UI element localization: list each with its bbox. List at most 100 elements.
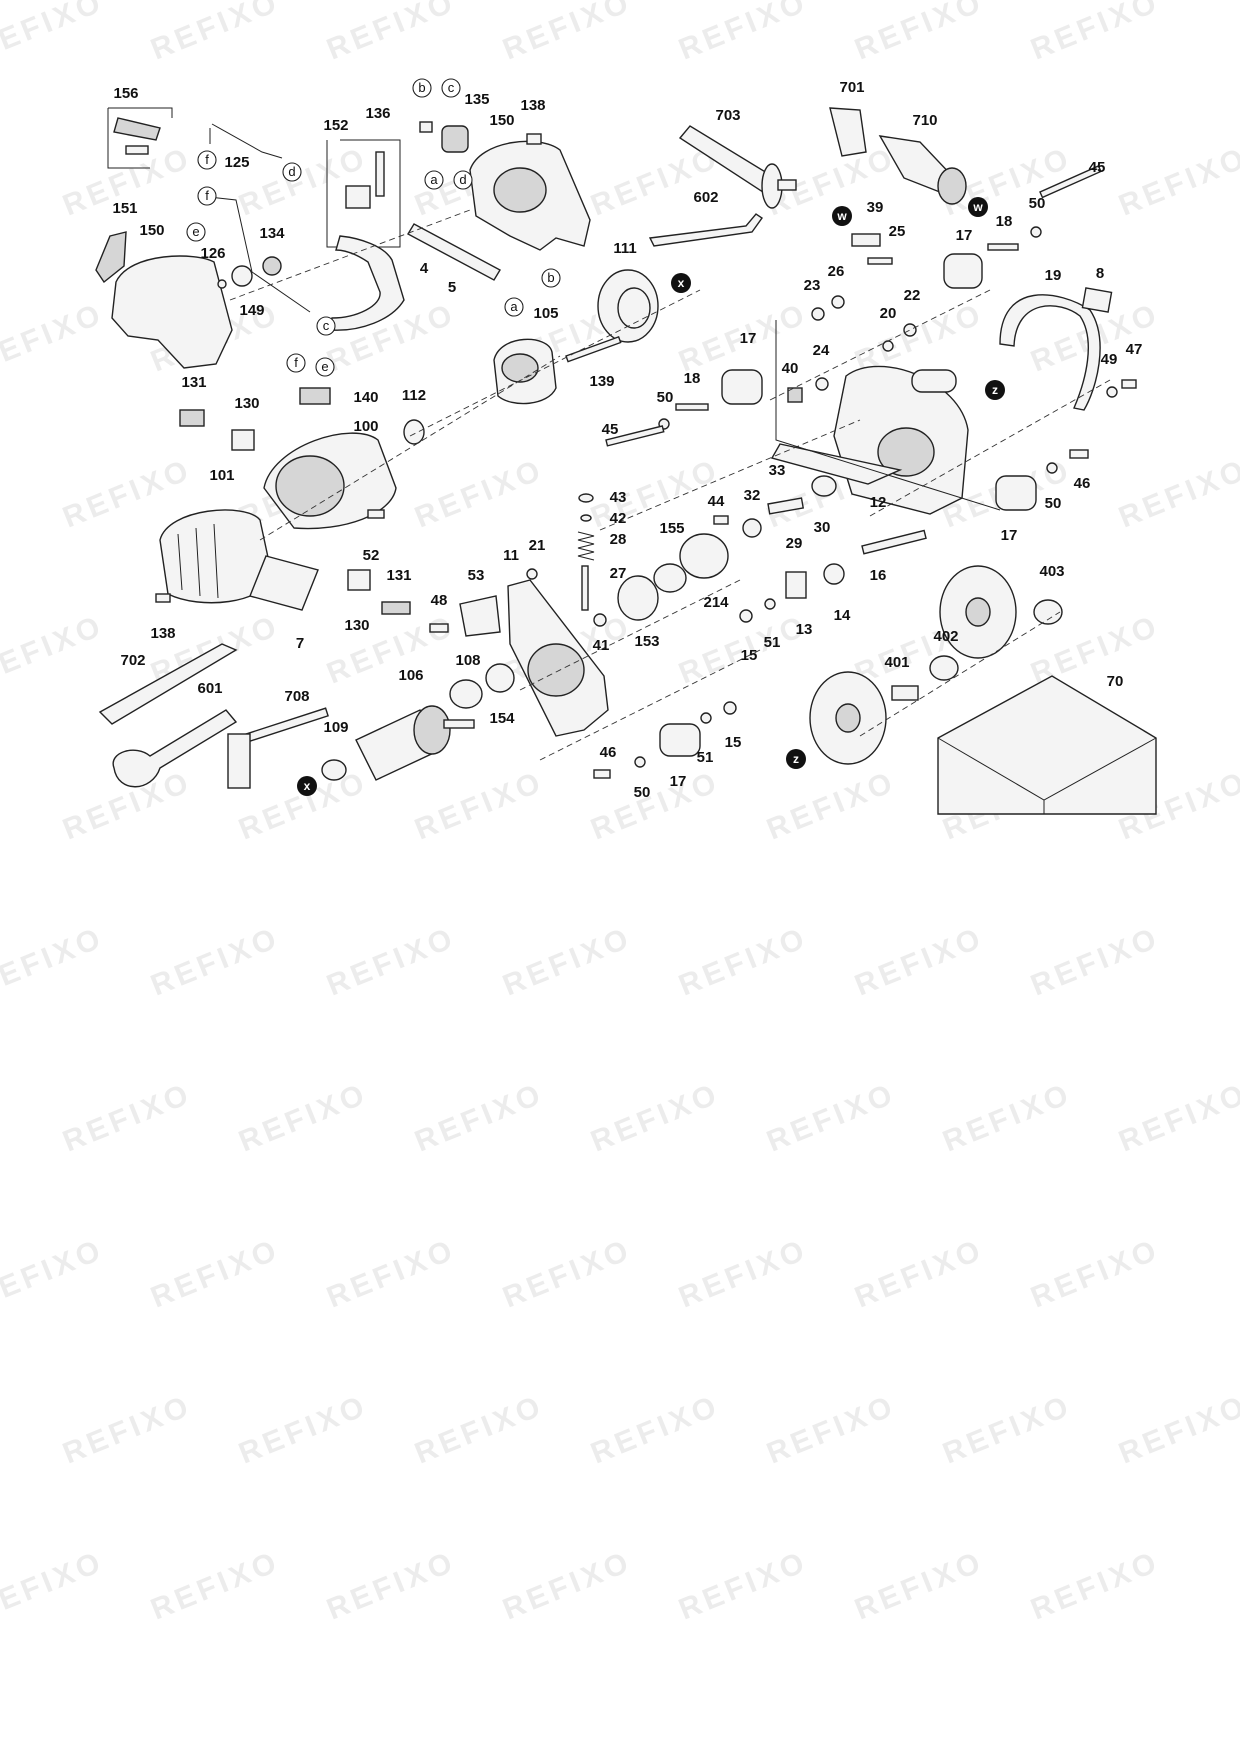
watermark-text: REFIXO [1026, 921, 1164, 1002]
part-number-label: 4 [420, 260, 429, 277]
part-number-label: 39 [867, 199, 884, 216]
watermark-text: REFIXO [586, 1389, 724, 1470]
watermark-text: REFIXO [322, 1233, 460, 1314]
part-number-label: 602 [693, 189, 718, 206]
part-number-label: 130 [234, 395, 259, 412]
part-number-label: 135 [464, 91, 489, 108]
callout-circle [315, 357, 335, 377]
callout-letter: d [459, 172, 466, 187]
part-number-label: 51 [697, 749, 714, 766]
part-number-label: 105 [533, 305, 558, 322]
part-number-label: 155 [659, 520, 684, 537]
watermark-text: REFIXO [762, 1389, 900, 1470]
callout-circle [282, 162, 302, 182]
watermark-text: REFIXO [146, 921, 284, 1002]
part-number-label: 112 [402, 387, 426, 404]
part-number-label: 48 [431, 592, 448, 609]
marker-disc [297, 776, 317, 796]
part-number-label: 41 [593, 637, 610, 654]
part-number-label: 18 [684, 370, 701, 387]
part-number-label: 70 [1107, 673, 1124, 690]
callout-circle [316, 316, 336, 336]
part-number-label: 52 [363, 547, 380, 564]
part-number-label: 5 [448, 279, 456, 296]
callout-letter: f [205, 188, 209, 203]
part-number-label: 13 [796, 621, 813, 638]
letter-callout: f [286, 353, 306, 373]
part-number-label: 154 [489, 710, 515, 727]
letter-callout: f [197, 150, 217, 170]
connector-marker: x [671, 273, 691, 293]
callout-circle [412, 78, 432, 98]
part-number-label: 8 [1096, 265, 1104, 282]
watermark-text: REFIXO [938, 1389, 1076, 1470]
watermark-text: REFIXO [410, 453, 548, 534]
marker-disc [832, 206, 852, 226]
watermark-text: REFIXO [0, 921, 108, 1002]
watermark-text: REFIXO [410, 1077, 548, 1158]
watermark-text: REFIXO [674, 1545, 812, 1626]
callout-letter: c [323, 318, 330, 333]
connector-marker: w [968, 197, 988, 217]
part-number-label: 15 [741, 647, 758, 664]
marker-letter: w [972, 200, 983, 214]
part-number-label: 403 [1039, 563, 1064, 580]
watermark-text: REFIXO [498, 0, 636, 66]
part-number-label: 125 [224, 154, 249, 171]
letter-callout: a [424, 170, 444, 190]
watermark-text: REFIXO [322, 0, 460, 66]
part-number-label: 42 [610, 510, 627, 527]
callout-letter: e [192, 224, 199, 239]
watermark-text: REFIXO [0, 1233, 108, 1314]
part-number-label: 19 [1045, 267, 1062, 284]
letter-callout: c [316, 316, 336, 336]
marker-disc [968, 197, 988, 217]
watermark-text: REFIXO [322, 921, 460, 1002]
part-number-label: 138 [520, 97, 545, 114]
marker-disc [671, 273, 691, 293]
connector-marker: z [985, 380, 1005, 400]
callout-circle [197, 186, 217, 206]
watermark-text: REFIXO [498, 1233, 636, 1314]
watermark-text: REFIXO [850, 921, 988, 1002]
letter-callout: a [504, 297, 524, 317]
callout-letter: b [547, 270, 554, 285]
callout-letter: c [448, 80, 455, 95]
callout-circle [441, 78, 461, 98]
watermark-text: REFIXO [674, 0, 812, 66]
connector-marker: x [297, 776, 317, 796]
part-number-label: 22 [904, 287, 921, 304]
watermark-text: REFIXO [850, 1545, 988, 1626]
marker-letter: x [304, 779, 311, 793]
part-number-label: 17 [956, 227, 973, 244]
watermark-text: REFIXO [1026, 0, 1164, 66]
watermark-text: REFIXO [234, 1077, 372, 1158]
part-number-label: 47 [1126, 341, 1143, 358]
marker-letter: z [992, 383, 998, 397]
letter-callout: b [541, 268, 561, 288]
watermark-text: REFIXO [1114, 1077, 1240, 1158]
watermark-text: REFIXO [410, 1389, 548, 1470]
watermark-text: REFIXO [58, 1077, 196, 1158]
part-number-label: 32 [744, 487, 761, 504]
connector-marker: w [832, 206, 852, 226]
watermark-text: REFIXO [146, 0, 284, 66]
callout-letter: e [321, 359, 328, 374]
watermark-text: REFIXO [1026, 1233, 1164, 1314]
callout-letter: d [288, 164, 295, 179]
callout-letter: b [418, 80, 425, 95]
part-number-label: 708 [284, 688, 309, 705]
watermark-text: REFIXO [586, 1077, 724, 1158]
watermark-text: REFIXO [1114, 141, 1240, 222]
watermark-text: REFIXO [762, 765, 900, 846]
marker-letter: w [836, 209, 847, 223]
part-number-label: 152 [323, 117, 348, 134]
part-number-label: 28 [610, 531, 627, 548]
part-number-label: 15 [725, 734, 742, 751]
part-number-label: 49 [1101, 351, 1118, 368]
watermark-text: REFIXO [1114, 1389, 1240, 1470]
part-number-label: 703 [715, 107, 740, 124]
part-number-label: 710 [912, 112, 937, 129]
